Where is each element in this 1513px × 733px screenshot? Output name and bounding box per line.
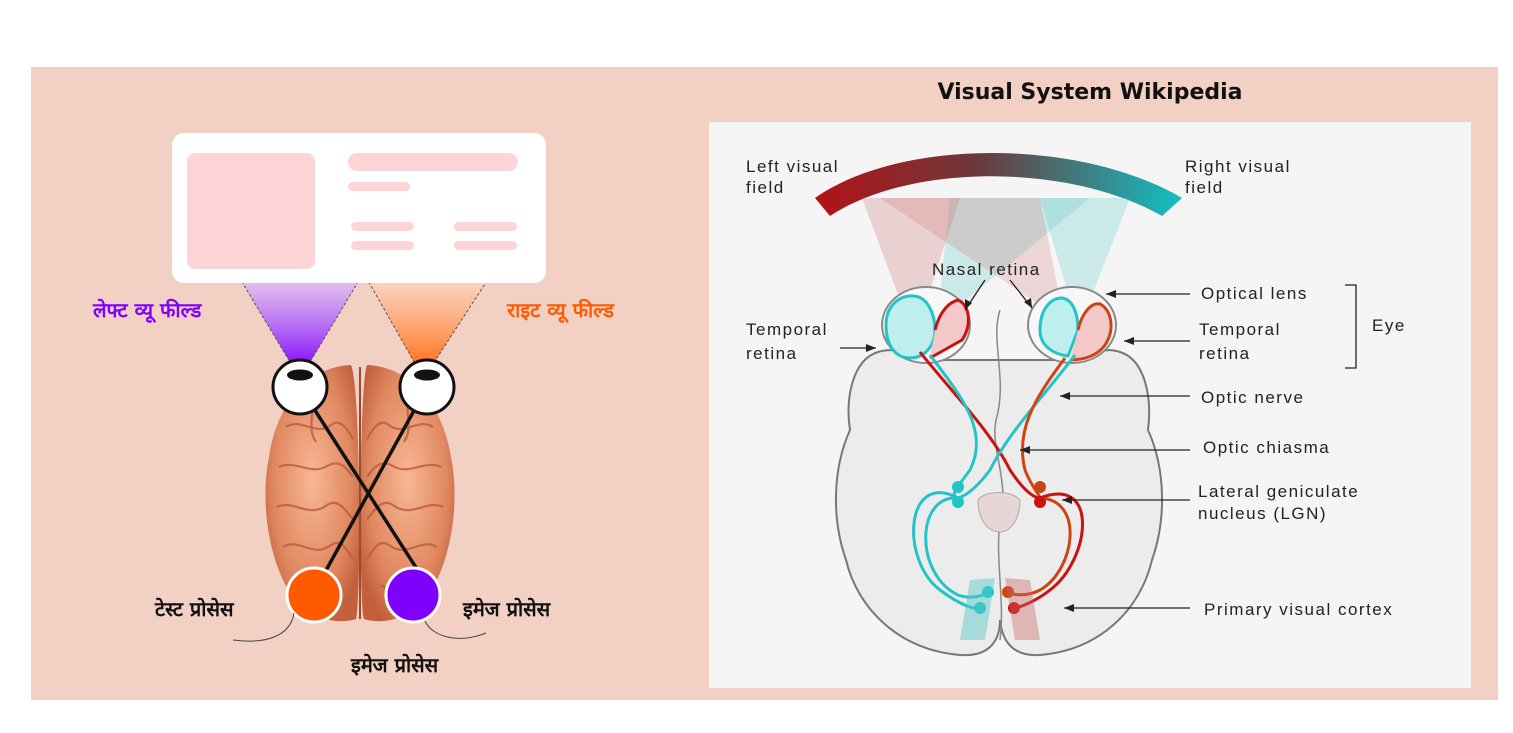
visual-field-arc [815,153,1182,216]
image-process-label-right: इमेज प्रोसेस [463,597,551,621]
right-visual-field-label: Right visual [1185,157,1291,176]
optical-lens-label: Optical lens [1201,284,1308,303]
image-process-label-bottom: इमेज प्रोसेस [351,653,439,677]
figure-title: Visual System Wikipedia [937,80,1243,105]
left-brain-diagram [172,133,546,642]
primary-visual-cortex-label: Primary visual cortex [1204,600,1393,619]
text-process-label: टेस्ट प्रोसेस [155,597,234,621]
left-eyeball [881,286,971,364]
temporal-retina-right-label-2: retina [1199,344,1251,363]
optic-chiasma-label: Optic chiasma [1203,438,1330,457]
temporal-retina-right-label: Temporal [1199,320,1281,339]
right-visual-field-label-2: field [1185,178,1224,197]
left-visual-field-label: Left visual [746,157,839,176]
lgn-label: Lateral geniculate [1198,482,1359,501]
left-visual-field-label-2: field [746,178,785,197]
card-image-placeholder [187,153,315,269]
visual-system-figure: Left visual field Right visual field Nas… [709,122,1471,688]
right-view-field-label: राइट व्यू फील्ड [507,298,614,322]
left-view-field-label: लेफ्ट व्यू फील्ड [93,298,202,322]
right-eyeball [1027,286,1117,364]
temporal-retina-left-label-2: retina [746,344,798,363]
nasal-retina-label: Nasal retina [932,260,1041,279]
lgn-label-2: nucleus (LGN) [1198,504,1327,523]
content-card [172,133,546,283]
brain-image [265,365,455,622]
eye-label: Eye [1372,316,1406,335]
temporal-retina-left-label: Temporal [746,320,828,339]
right-eye-icon [398,358,456,416]
text-process-node [285,566,343,624]
optic-nerve-label: Optic nerve [1201,388,1304,407]
card-title-placeholder [348,153,518,171]
image-process-node [384,566,442,624]
left-eye-icon [271,358,329,416]
